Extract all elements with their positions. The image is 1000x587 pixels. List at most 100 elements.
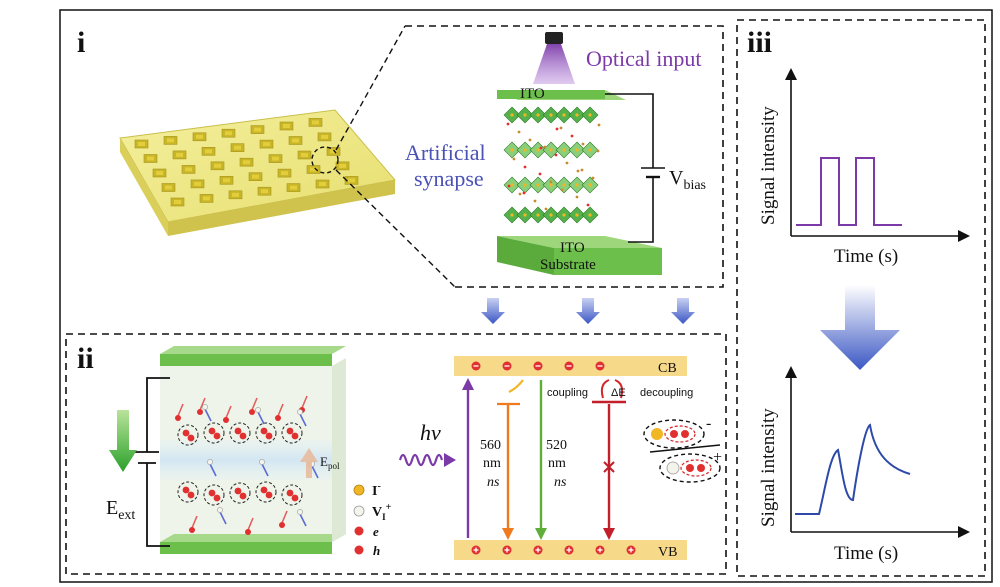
organic-cation: [512, 157, 516, 161]
iodide-atom: [588, 183, 592, 187]
bottom-ylabel: Signal intensity: [758, 408, 779, 527]
iodide-atom: [549, 113, 553, 117]
ion-drift-arrow: [199, 397, 206, 411]
iodide-atom: [523, 113, 527, 117]
chip-cell-pad: [243, 160, 250, 165]
charge-dot: [187, 491, 195, 499]
ion-dot: [279, 522, 285, 528]
iodide-atom: [575, 213, 579, 217]
charge-ring: [203, 422, 225, 444]
exciton-pairs: [643, 419, 721, 483]
iodide-atom: [562, 213, 566, 217]
legend-vacancy: VI+: [372, 502, 392, 522]
charge-ring: [255, 422, 277, 444]
chip-cell-pad: [225, 131, 232, 136]
device-cross-section: [160, 346, 346, 554]
vb-label: VB: [658, 545, 677, 560]
chip-cell-pad: [174, 200, 181, 204]
organic-cation: [506, 122, 510, 126]
emission-520-arrow: [535, 380, 547, 540]
charge-ring: [177, 481, 199, 503]
iodide-atom: [523, 148, 527, 152]
artificial-label-line1: Artificial: [405, 140, 486, 165]
chip-cell-pad: [194, 181, 201, 186]
charge-dot: [286, 489, 294, 497]
iodide-atom: [536, 148, 540, 152]
iodide-atom: [549, 213, 553, 217]
charge-dot: [213, 432, 221, 440]
ion-drift-arrow: [311, 465, 319, 479]
charge-ring: [281, 484, 303, 506]
ion-dot: [275, 415, 281, 421]
photon-wave: [398, 453, 444, 467]
charge-ring: [281, 422, 303, 444]
synapse-array-chip: [119, 109, 396, 236]
charge-dot: [239, 492, 247, 500]
iodide-atom: [549, 183, 553, 187]
iodide-atom: [510, 213, 514, 217]
pair-plus-sign: +: [713, 449, 722, 466]
zoom-circle: [311, 146, 339, 174]
charge-dot: [260, 486, 268, 494]
optical-input-label: Optical input: [586, 46, 701, 71]
organic-cation: [580, 168, 584, 172]
organic-cation: [523, 165, 527, 169]
organic-cation: [522, 191, 526, 195]
bias-circuit: [605, 93, 665, 243]
delta-e-label: ΔE: [611, 387, 626, 399]
charge-dot: [286, 427, 294, 435]
perovskite-crystal-layers: [503, 106, 601, 224]
organic-cation: [507, 184, 511, 188]
charge-dot: [234, 487, 242, 495]
flow-arrows-i-to-ii: [481, 298, 695, 324]
decoupling-label: decoupling: [640, 387, 693, 399]
organic-cation: [533, 199, 537, 203]
band2-unit: nm: [548, 456, 566, 471]
chip-cell-pad: [252, 174, 259, 179]
organic-cation: [549, 180, 553, 184]
chip-cell-pad: [263, 142, 270, 147]
vacancy-symbol: [353, 505, 365, 517]
band2-time: ns: [554, 475, 567, 490]
ion-distribution: [175, 395, 319, 535]
organic-cation: [586, 203, 590, 207]
band1-time: ns: [487, 475, 500, 490]
iodide-atom: [562, 113, 566, 117]
iodide-atom: [523, 213, 527, 217]
charge-dot: [208, 427, 216, 435]
organic-cation: [581, 142, 585, 146]
ion-drift-arrow: [219, 511, 227, 525]
chip-cell-pad: [167, 138, 174, 143]
e-pol-label: Epol: [320, 454, 340, 471]
organic-cation: [597, 123, 601, 127]
artificial-label-line2: synapse: [414, 166, 484, 191]
chip-cell-pad: [283, 124, 290, 128]
pulse-plot: [785, 68, 970, 242]
chip-cell-pad: [232, 192, 239, 197]
bottom-xlabel: Time (s): [834, 543, 898, 564]
organic-cation: [543, 145, 547, 149]
chip-cell-pad: [156, 171, 163, 175]
charge-dot: [234, 427, 242, 435]
iodide-atom: [536, 213, 540, 217]
ion-drift-arrow: [281, 510, 288, 524]
trap-state-transition: [592, 379, 626, 540]
chip-cell-pad: [234, 145, 241, 150]
chip-cell-pad: [319, 182, 326, 186]
band1-value: 560: [480, 438, 501, 453]
iodide-atom: [523, 183, 527, 187]
iodide-atom: [575, 113, 579, 117]
light-source-icon: [533, 32, 575, 84]
flow-arrow-1: [481, 298, 505, 324]
chip-cell-pad: [261, 189, 268, 194]
iodide-atom: [562, 148, 566, 152]
ito-bottom-label: ITO: [560, 240, 585, 256]
external-circuit: [135, 377, 170, 547]
charge-dot: [260, 427, 268, 435]
cb-label: CB: [658, 361, 677, 376]
emission-560-arrow: [497, 379, 524, 540]
ion-legend: I- VI+ e h: [353, 481, 392, 558]
charge-dot: [182, 486, 190, 494]
zoom-line-bottom: [335, 169, 456, 288]
iodide-atom: [536, 183, 540, 187]
